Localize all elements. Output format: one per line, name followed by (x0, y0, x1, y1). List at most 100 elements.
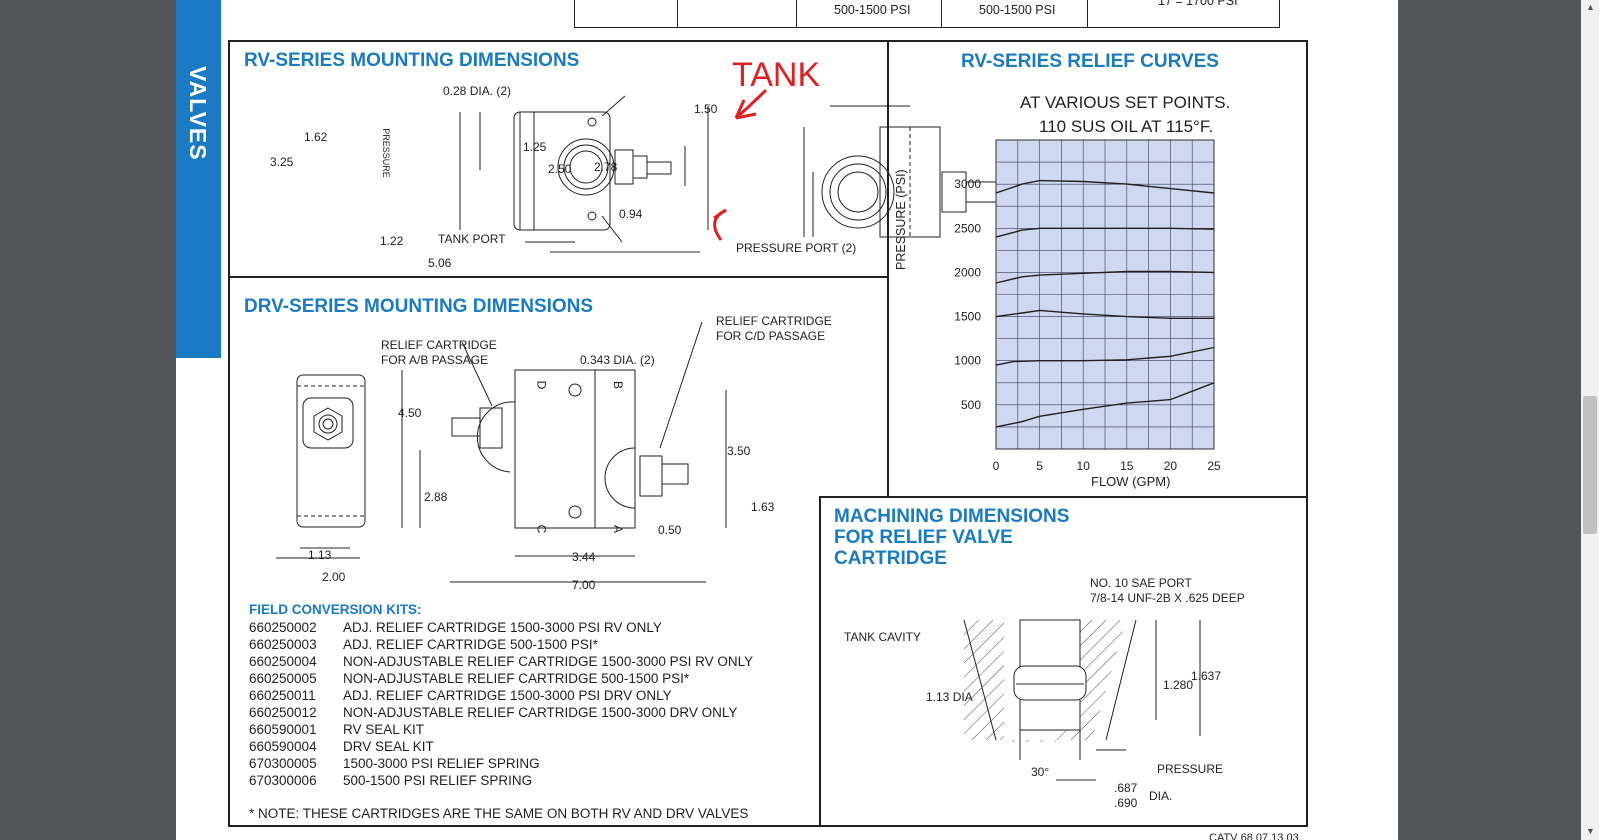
part-description: NON-ADJUSTABLE RELIEF CARTRIDGE 1500-300… (343, 705, 738, 720)
y-tick-label: 3000 (954, 177, 981, 191)
relief-curves-subtitle: 110 SUS OIL AT 115°F. (1039, 117, 1214, 136)
machining-title: CARTRIDGE (834, 548, 947, 569)
callout-label: 0.343 DIA. (2) (580, 353, 655, 367)
dimension-label: 2.50 (548, 162, 572, 176)
scroll-up-arrow-icon[interactable]: ▲ (1586, 2, 1595, 12)
dimension-label: 1.22 (380, 234, 404, 248)
dimension-label: .687 (1114, 781, 1138, 795)
dimension-label: 1.13 (308, 548, 332, 562)
dimension-label: 30° (1031, 765, 1050, 779)
x-tick-label: 5 (1036, 459, 1043, 473)
catalog-code: CATV 68 07 13 03 (1209, 832, 1299, 840)
dimension-label: 2.78 (594, 160, 618, 174)
x-tick-label: 15 (1120, 459, 1134, 473)
vertical-scrollbar[interactable]: ▲ ▼ (1581, 0, 1599, 840)
dimension-label: 3.25 (270, 155, 294, 169)
callout-label: 7/8-14 UNF-2B X .625 DEEP (1090, 591, 1245, 605)
part-number: 660250012 (249, 705, 317, 720)
part-description: ADJ. RELIEF CARTRIDGE 500-1500 PSI* (343, 637, 598, 652)
relief-curve (995, 270, 1215, 284)
dimension-label: .690 (1114, 796, 1138, 810)
part-number: 660250004 (249, 654, 317, 669)
dimension-label: 0.50 (658, 523, 682, 537)
tank-annotation: TANK (732, 56, 821, 94)
dimension-label: PRESSURE (380, 128, 391, 178)
x-tick-label: 25 (1207, 459, 1221, 473)
part-description: NON-ADJUSTABLE RELIEF CARTRIDGE 500-1500… (343, 671, 690, 686)
relief-curve (995, 179, 1215, 194)
list-item: 660250005 NON-ADJUSTABLE RELIEF CARTRIDGE… (249, 671, 689, 686)
drv-mounting-title: DRV-SERIES MOUNTING DIMENSIONS (244, 296, 594, 317)
scroll-down-arrow-icon[interactable]: ▼ (1586, 826, 1595, 836)
field-kits-title: FIELD CONVERSION KITS: (249, 602, 422, 617)
callout-label: PRESSURE (1157, 762, 1224, 776)
part-number: 660250005 (249, 671, 317, 686)
dimension-label: PRESSURE PORT (2) (736, 241, 857, 255)
scrollbar-thumb[interactable] (1583, 396, 1597, 534)
dimension-label: 5.06 (428, 256, 452, 270)
callout-label: NO. 10 SAE PORT (1090, 576, 1192, 590)
chart-y-label: PRESSURE (PSI) (894, 169, 908, 270)
x-tick-label: 10 (1077, 459, 1091, 473)
list-item: 660250004 NON-ADJUSTABLE RELIEF CARTRIDGE… (249, 654, 753, 669)
part-number: 660250002 (249, 620, 317, 635)
part-number: 660590004 (249, 739, 317, 754)
part-number: 660250011 (249, 688, 316, 703)
dimension-label: 4.50 (398, 406, 422, 420)
rv-mounting-title: RV-SERIES MOUNTING DIMENSIONS (244, 50, 580, 71)
dimension-label: 2.88 (424, 490, 448, 504)
port-letter: D (534, 380, 549, 390)
port-letter: C (534, 524, 549, 534)
dimension-label: 0.94 (619, 207, 643, 221)
port-letter: B (611, 380, 626, 390)
callout-label: RELIEF CARTRIDGE (381, 338, 497, 352)
part-description: ADJ. RELIEF CARTRIDGE 1500-3000 PSI DRV … (343, 688, 672, 703)
part-description: NON-ADJUSTABLE RELIEF CARTRIDGE 1500-300… (343, 654, 754, 669)
relief-curve (995, 346, 1215, 366)
x-tick-label: 0 (993, 459, 1000, 473)
x-tick-label: 20 (1164, 459, 1178, 473)
relief-curve (995, 309, 1214, 319)
part-number: 660250003 (249, 637, 317, 652)
part-number: 670300005 (249, 756, 317, 771)
dimension-label: 3.44 (572, 550, 596, 564)
table-cell: 17 = 1700 PSI (1158, 0, 1238, 8)
relief-curves-subtitle: AT VARIOUS SET POINTS. (1020, 93, 1231, 112)
relief-curve (995, 382, 1215, 428)
list-item: 660250011 ADJ. RELIEF CARTRIDGE 1500-3000… (249, 688, 672, 703)
dimension-label: 1.63 (751, 500, 775, 514)
part-description: ADJ. RELIEF CARTRIDGE 1500-3000 PSI RV O… (343, 620, 662, 635)
part-number: 670300006 (249, 773, 317, 788)
relief-curves-title: RV-SERIES RELIEF CURVES (961, 51, 1219, 72)
dimension-label: 0.28 DIA. (2) (443, 84, 512, 98)
document-page: VALVES 500-1500 PSI 500-1500 PSI 17 = 17… (176, 0, 1398, 840)
chart-x-label: FLOW (GPM) (1091, 474, 1171, 489)
dimension-label: 1.280 (1163, 678, 1194, 692)
part-number: 660590001 (249, 722, 317, 737)
dimension-label: DIA. (1149, 789, 1173, 803)
footnote: * NOTE: THESE CARTRIDGES ARE THE SAME ON… (249, 806, 749, 821)
y-tick-label: 2500 (954, 221, 981, 235)
callout-label: FOR C/D PASSAGE (716, 329, 826, 343)
y-tick-label: 500 (961, 398, 981, 412)
dimension-label: 3.50 (727, 444, 751, 458)
dimension-label: 1.25 (523, 140, 547, 154)
list-item: 660250012 NON-ADJUSTABLE RELIEF CARTRIDGE… (249, 705, 737, 720)
y-tick-label: 1500 (954, 310, 981, 324)
dimension-label: 1.13 DIA (926, 690, 973, 704)
part-description: 1500-3000 PSI RELIEF SPRING (343, 756, 540, 771)
callout-label: TANK CAVITY (844, 630, 921, 644)
section-tab: VALVES (176, 0, 221, 358)
table-cell: 500-1500 PSI (979, 3, 1056, 17)
dimension-label: 1.50 (694, 102, 718, 116)
dimension-label: 7.00 (572, 578, 596, 592)
list-item: 660250003 ADJ. RELIEF CARTRIDGE 500-1500 … (249, 637, 598, 652)
section-tab-label: VALVES (185, 66, 211, 161)
dimension-label: TANK PORT (438, 232, 506, 246)
callout-label: FOR A/B PASSAGE (381, 353, 489, 367)
y-tick-label: 1000 (954, 354, 981, 368)
callout-label: RELIEF CARTRIDGE (716, 314, 832, 328)
dimension-label: 2.00 (322, 570, 346, 584)
